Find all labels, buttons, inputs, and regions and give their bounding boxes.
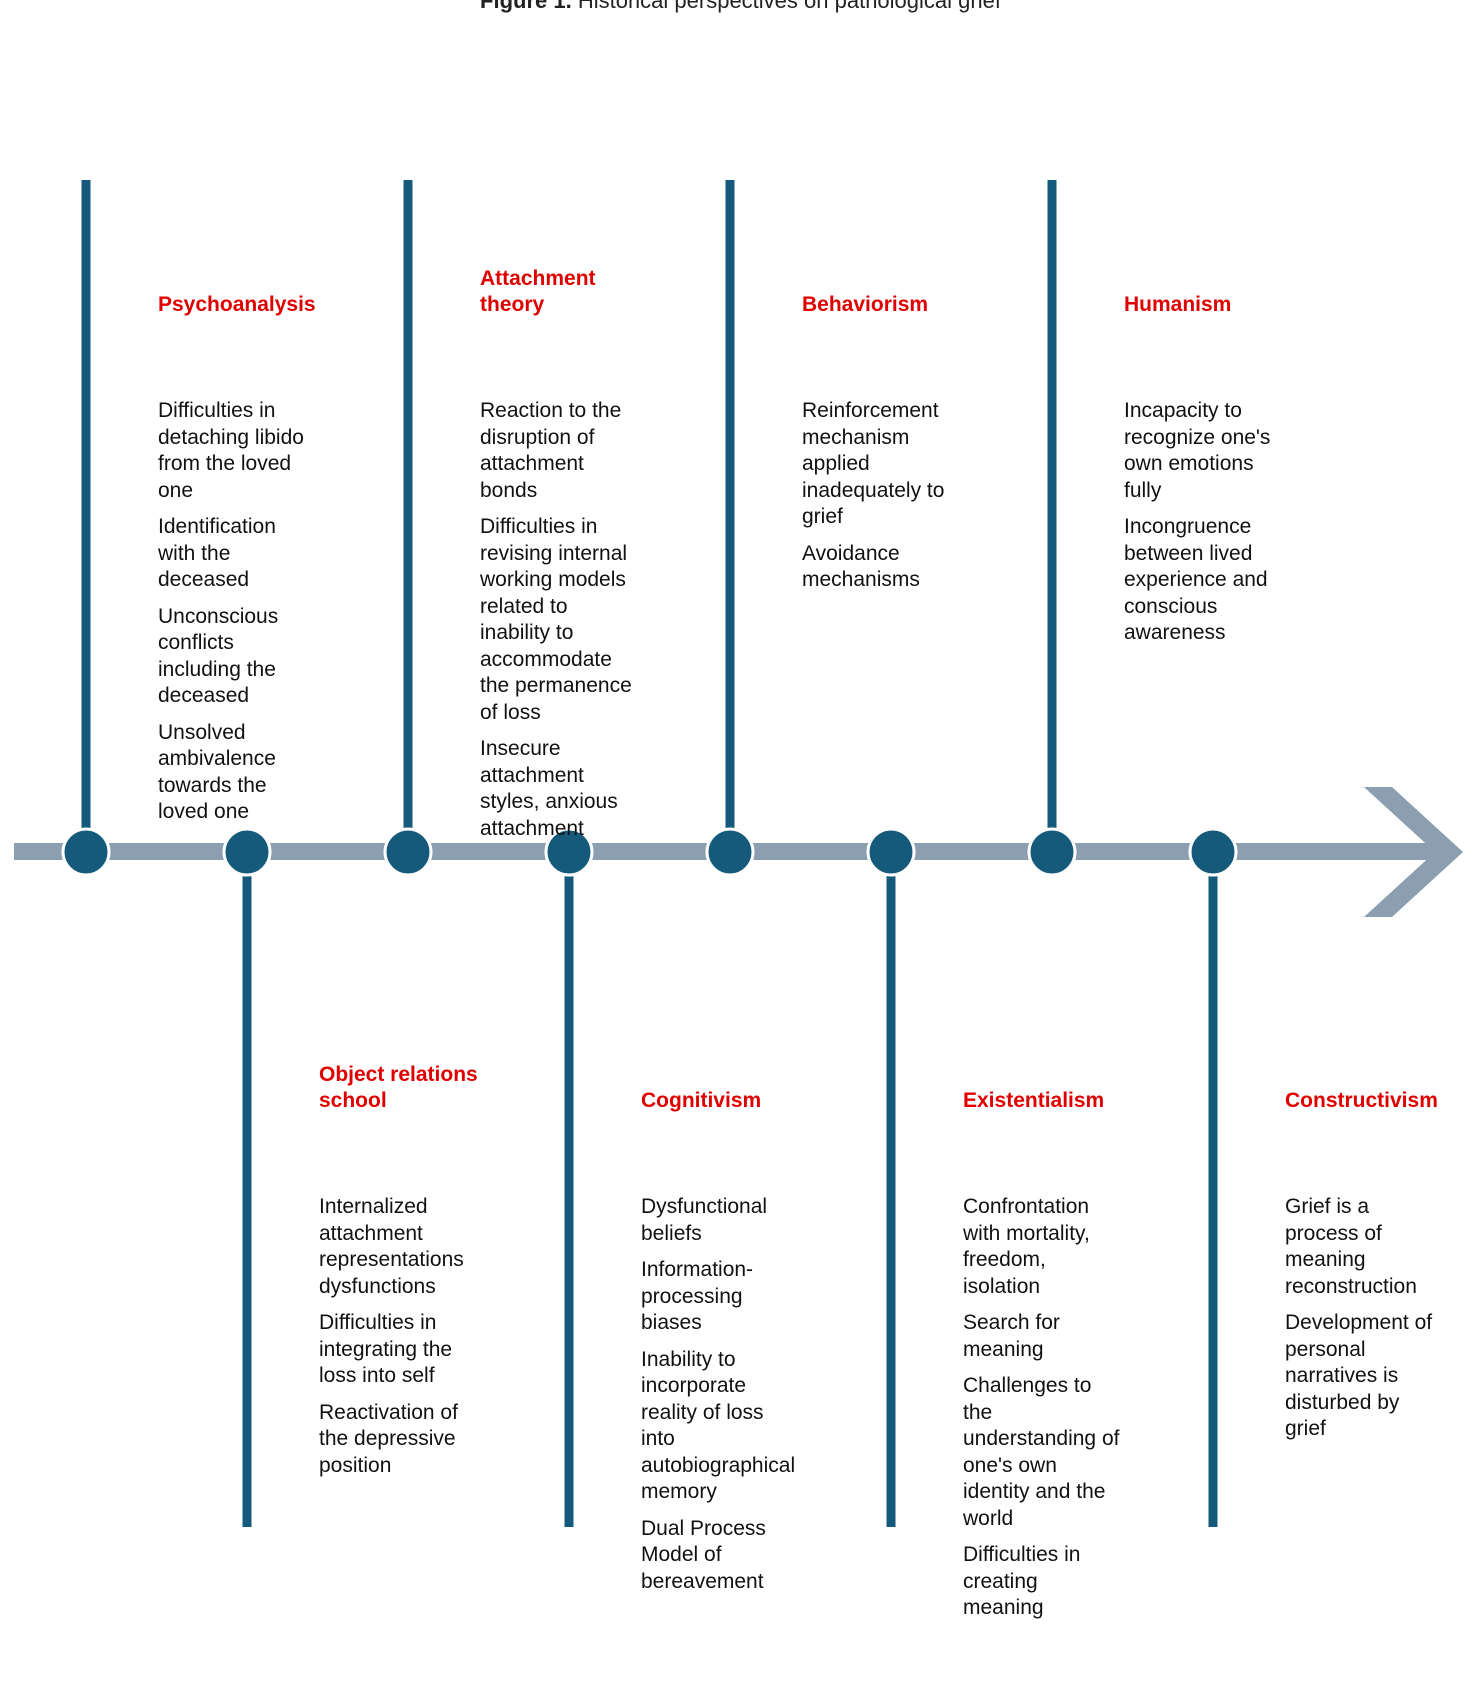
timeline-stems: [81, 180, 1218, 1527]
period-item: Internalized attachment representations …: [319, 1195, 464, 1298]
period-item: Reaction to the disruption of attachment…: [480, 399, 622, 502]
period-item: Grief is a process of meaning reconstruc…: [1285, 1195, 1417, 1298]
figure-caption-text: Historical perspectives on pathological …: [577, 0, 1001, 13]
period-item: Difficulties in creating meaning: [963, 1543, 1081, 1619]
period-item: Confrontation with mortality, freedom, i…: [963, 1195, 1090, 1298]
period-title: Object relations school: [319, 1063, 478, 1112]
period-item: Difficulties in revising internal workin…: [480, 515, 632, 724]
period-item: Challenges to the understanding of one's…: [963, 1374, 1120, 1530]
timeline-node-behaviorism: [705, 827, 755, 877]
period-item: Unconscious conflicts including the dece…: [158, 604, 279, 708]
period-title: Humanism: [1124, 293, 1232, 316]
timeline-node-psychoanalysis: [61, 827, 111, 877]
period-items: Internalized attachment representations …: [319, 1194, 504, 1479]
period-item: Incapacity to recognize one's own emotio…: [1124, 399, 1271, 502]
period-title: Constructivism: [1285, 1089, 1438, 1112]
period-title: Cognitivism: [641, 1089, 762, 1112]
period-items: Grief is a process of meaning reconstruc…: [1285, 1194, 1470, 1443]
figure-caption-label: Figure 1.: [480, 0, 572, 13]
timeline-node-existentialism: [866, 827, 916, 877]
timeline-node-object-relations-school: [222, 827, 272, 877]
timeline-node-cognitivism: [544, 827, 594, 877]
period-item: Difficulties in integrating the loss int…: [319, 1311, 453, 1387]
timeline-nodes: [61, 827, 1238, 877]
timeline-node-constructivism: [1188, 827, 1238, 877]
period-item: Difficulties in detaching libido from th…: [158, 399, 304, 502]
period-item: Reactivation of the depressive position: [319, 1400, 458, 1477]
period-items: Reaction to the disruption of attachment…: [480, 398, 665, 842]
period-item: Search for meaning: [963, 1311, 1060, 1361]
period-item: Dysfunctional beliefs: [641, 1195, 768, 1245]
period-item: Incongruence between lived experience an…: [1124, 515, 1268, 644]
period-item: Insecure attachment styles, anxious atta…: [480, 737, 618, 840]
period-item: Identification with the deceased: [158, 515, 276, 591]
period-item: Avoidance mechanisms: [802, 541, 920, 592]
period-item: Information- processing biases: [641, 1258, 754, 1334]
period-item: Unsolved ambivalence towards the loved o…: [158, 720, 276, 824]
period-item: Dual Process Model of bereavement: [641, 1516, 766, 1593]
period-items: Difficulties in detaching libido from th…: [158, 398, 343, 826]
period-title: Attachment theory: [480, 267, 596, 316]
period-title: Behaviorism: [802, 293, 929, 316]
period-item: Development of personal narratives is di…: [1285, 1311, 1433, 1440]
period-item: Inability to incorporate reality of loss…: [641, 1347, 796, 1504]
period-items: Reinforcement mechanism applied inadequa…: [802, 398, 987, 594]
period-item: Reinforcement mechanism applied inadequa…: [802, 399, 945, 528]
figure-caption: Figure 1. Historical perspectives on pat…: [0, 0, 1481, 14]
timeline-arrowhead: [1364, 787, 1463, 917]
period-title: Existentialism: [963, 1089, 1105, 1112]
period-items: Incapacity to recognize one's own emotio…: [1124, 398, 1309, 647]
timeline-node-attachment-theory: [383, 827, 433, 877]
period-items: Confrontation with mortality, freedom, i…: [963, 1194, 1148, 1622]
timeline-node-humanism: [1027, 827, 1077, 877]
period-title: Psychoanalysis: [158, 293, 316, 316]
